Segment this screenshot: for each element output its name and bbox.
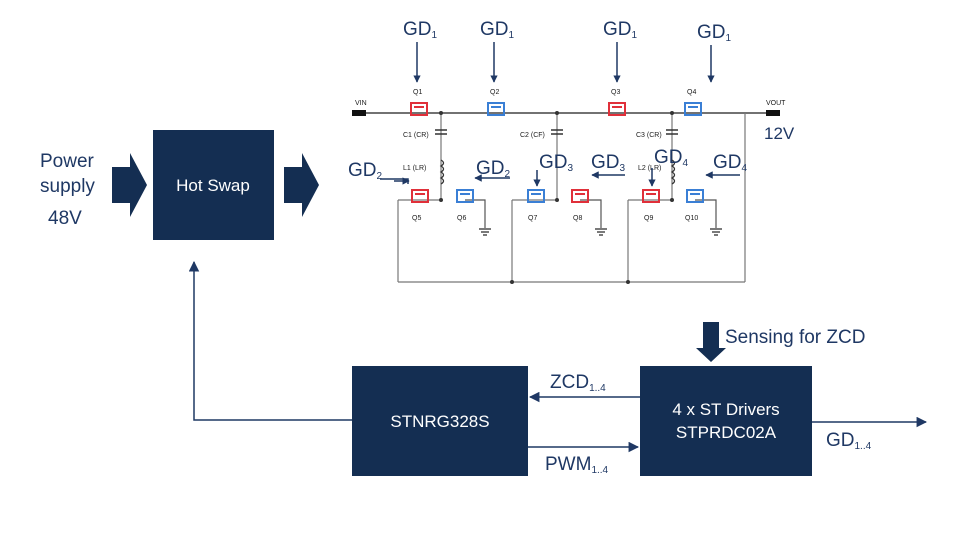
transistor-q1 <box>410 102 428 116</box>
q7-label: Q7 <box>528 215 537 222</box>
svg-text:GD1: GD1 <box>480 19 515 41</box>
svg-text:GD1: GD1 <box>403 19 438 41</box>
pwm-label: PWM <box>545 454 591 475</box>
svg-text:GD1: GD1 <box>603 19 638 41</box>
hot-swap-block <box>153 130 274 240</box>
q9-label: Q9 <box>644 215 653 222</box>
schematic: VIN VOUT 12V C1 (CR) L1 (LR) C2 (CF) C3 … <box>348 19 795 284</box>
transistor-q3 <box>608 102 626 116</box>
l1-label: L1 (LR) <box>403 165 426 172</box>
sensing-label: Sensing for ZCD <box>725 327 865 348</box>
q4-label: Q4 <box>687 89 696 96</box>
gd-q8-sub: 3 <box>620 163 626 174</box>
q1-label: Q1 <box>413 89 422 96</box>
transistor-q2 <box>487 102 505 116</box>
l2-label: L2 (LR) <box>638 165 661 172</box>
transistor-q5 <box>411 189 429 203</box>
gd-top-q4-label: GD <box>697 22 726 43</box>
q8-label: Q8 <box>573 215 582 222</box>
gd-q9-sub: 4 <box>683 158 689 169</box>
feedback-line <box>188 260 352 421</box>
svg-text:GD2: GD2 <box>348 160 383 182</box>
transistor-q10 <box>686 189 704 203</box>
gd-q10-label: GD <box>713 152 742 173</box>
drivers-label-line1: 4 x ST Drivers <box>672 400 779 419</box>
svg-text:GD3: GD3 <box>539 152 574 174</box>
vout-label: VOUT <box>766 100 786 107</box>
vout-terminal <box>766 110 780 116</box>
gd-q6-label: GD <box>476 158 505 179</box>
gd-q9-label: GD <box>654 147 683 168</box>
vin-terminal <box>352 110 366 116</box>
drivers-block <box>640 366 812 476</box>
zcd-label: ZCD <box>550 372 589 393</box>
controller-block <box>352 366 528 476</box>
output-arrow <box>284 153 319 217</box>
transistor-q6 <box>456 189 474 203</box>
zcd-subscript: 1..4 <box>589 383 606 394</box>
svg-text:GD1: GD1 <box>697 22 732 44</box>
gd-top-q1-label: GD <box>403 19 432 40</box>
q5-label: Q5 <box>412 215 421 222</box>
input-arrow <box>112 153 147 217</box>
svg-text:GD3: GD3 <box>591 152 626 174</box>
power-supply-label-line2: supply <box>40 176 95 197</box>
svg-text:PWM1..4: PWM1..4 <box>545 454 609 476</box>
gd-top-q4-sub: 1 <box>726 33 732 44</box>
q2-label: Q2 <box>490 89 499 96</box>
svg-text:ZCD1..4: ZCD1..4 <box>550 372 606 394</box>
q3-label: Q3 <box>611 89 620 96</box>
gd-output-subscript: 1..4 <box>855 441 872 452</box>
gd-q6-sub: 2 <box>505 169 511 180</box>
c1-label: C1 (CR) <box>403 132 429 139</box>
svg-text:GD4: GD4 <box>713 152 748 174</box>
power-supply-label-line1: Power <box>40 151 95 172</box>
gd-q10-sub: 4 <box>742 163 748 174</box>
input-voltage-label: 48V <box>48 208 82 229</box>
vout-value: 12V <box>764 124 795 143</box>
gd-q7-sub: 3 <box>568 163 574 174</box>
hot-swap-label: Hot Swap <box>176 176 250 195</box>
pwm-subscript: 1..4 <box>591 465 608 476</box>
gd-top-q1-sub: 1 <box>432 30 438 41</box>
gd-q5-label: GD <box>348 160 377 181</box>
gd-q8-label: GD <box>591 152 620 173</box>
vin-label: VIN <box>355 100 367 107</box>
svg-text:GD2: GD2 <box>476 158 511 180</box>
gd-q5-sub: 2 <box>377 171 383 182</box>
gd-q7-label: GD <box>539 152 568 173</box>
controller-label: STNRG328S <box>390 412 489 431</box>
ground-symbols <box>479 228 722 236</box>
q6-label: Q6 <box>457 215 466 222</box>
gd-top-q3-label: GD <box>603 19 632 40</box>
c3-label: C3 (CR) <box>636 132 662 139</box>
svg-text:GD4: GD4 <box>654 147 689 169</box>
gd-top-q3-sub: 1 <box>632 30 638 41</box>
q10-label: Q10 <box>685 215 698 222</box>
transistor-q7 <box>527 189 545 203</box>
transistor-q8 <box>571 189 589 203</box>
c2-label: C2 (CF) <box>520 132 545 139</box>
drivers-label-line2: STPRDC02A <box>676 423 777 442</box>
svg-text:GD1..4: GD1..4 <box>826 430 872 452</box>
gd-top-q2-sub: 1 <box>509 30 515 41</box>
gd-top-q2-label: GD <box>480 19 509 40</box>
transistor-q9 <box>642 189 660 203</box>
gd-output-label: GD <box>826 430 855 451</box>
transistor-q4 <box>684 102 702 116</box>
sensing-arrow <box>696 322 726 362</box>
